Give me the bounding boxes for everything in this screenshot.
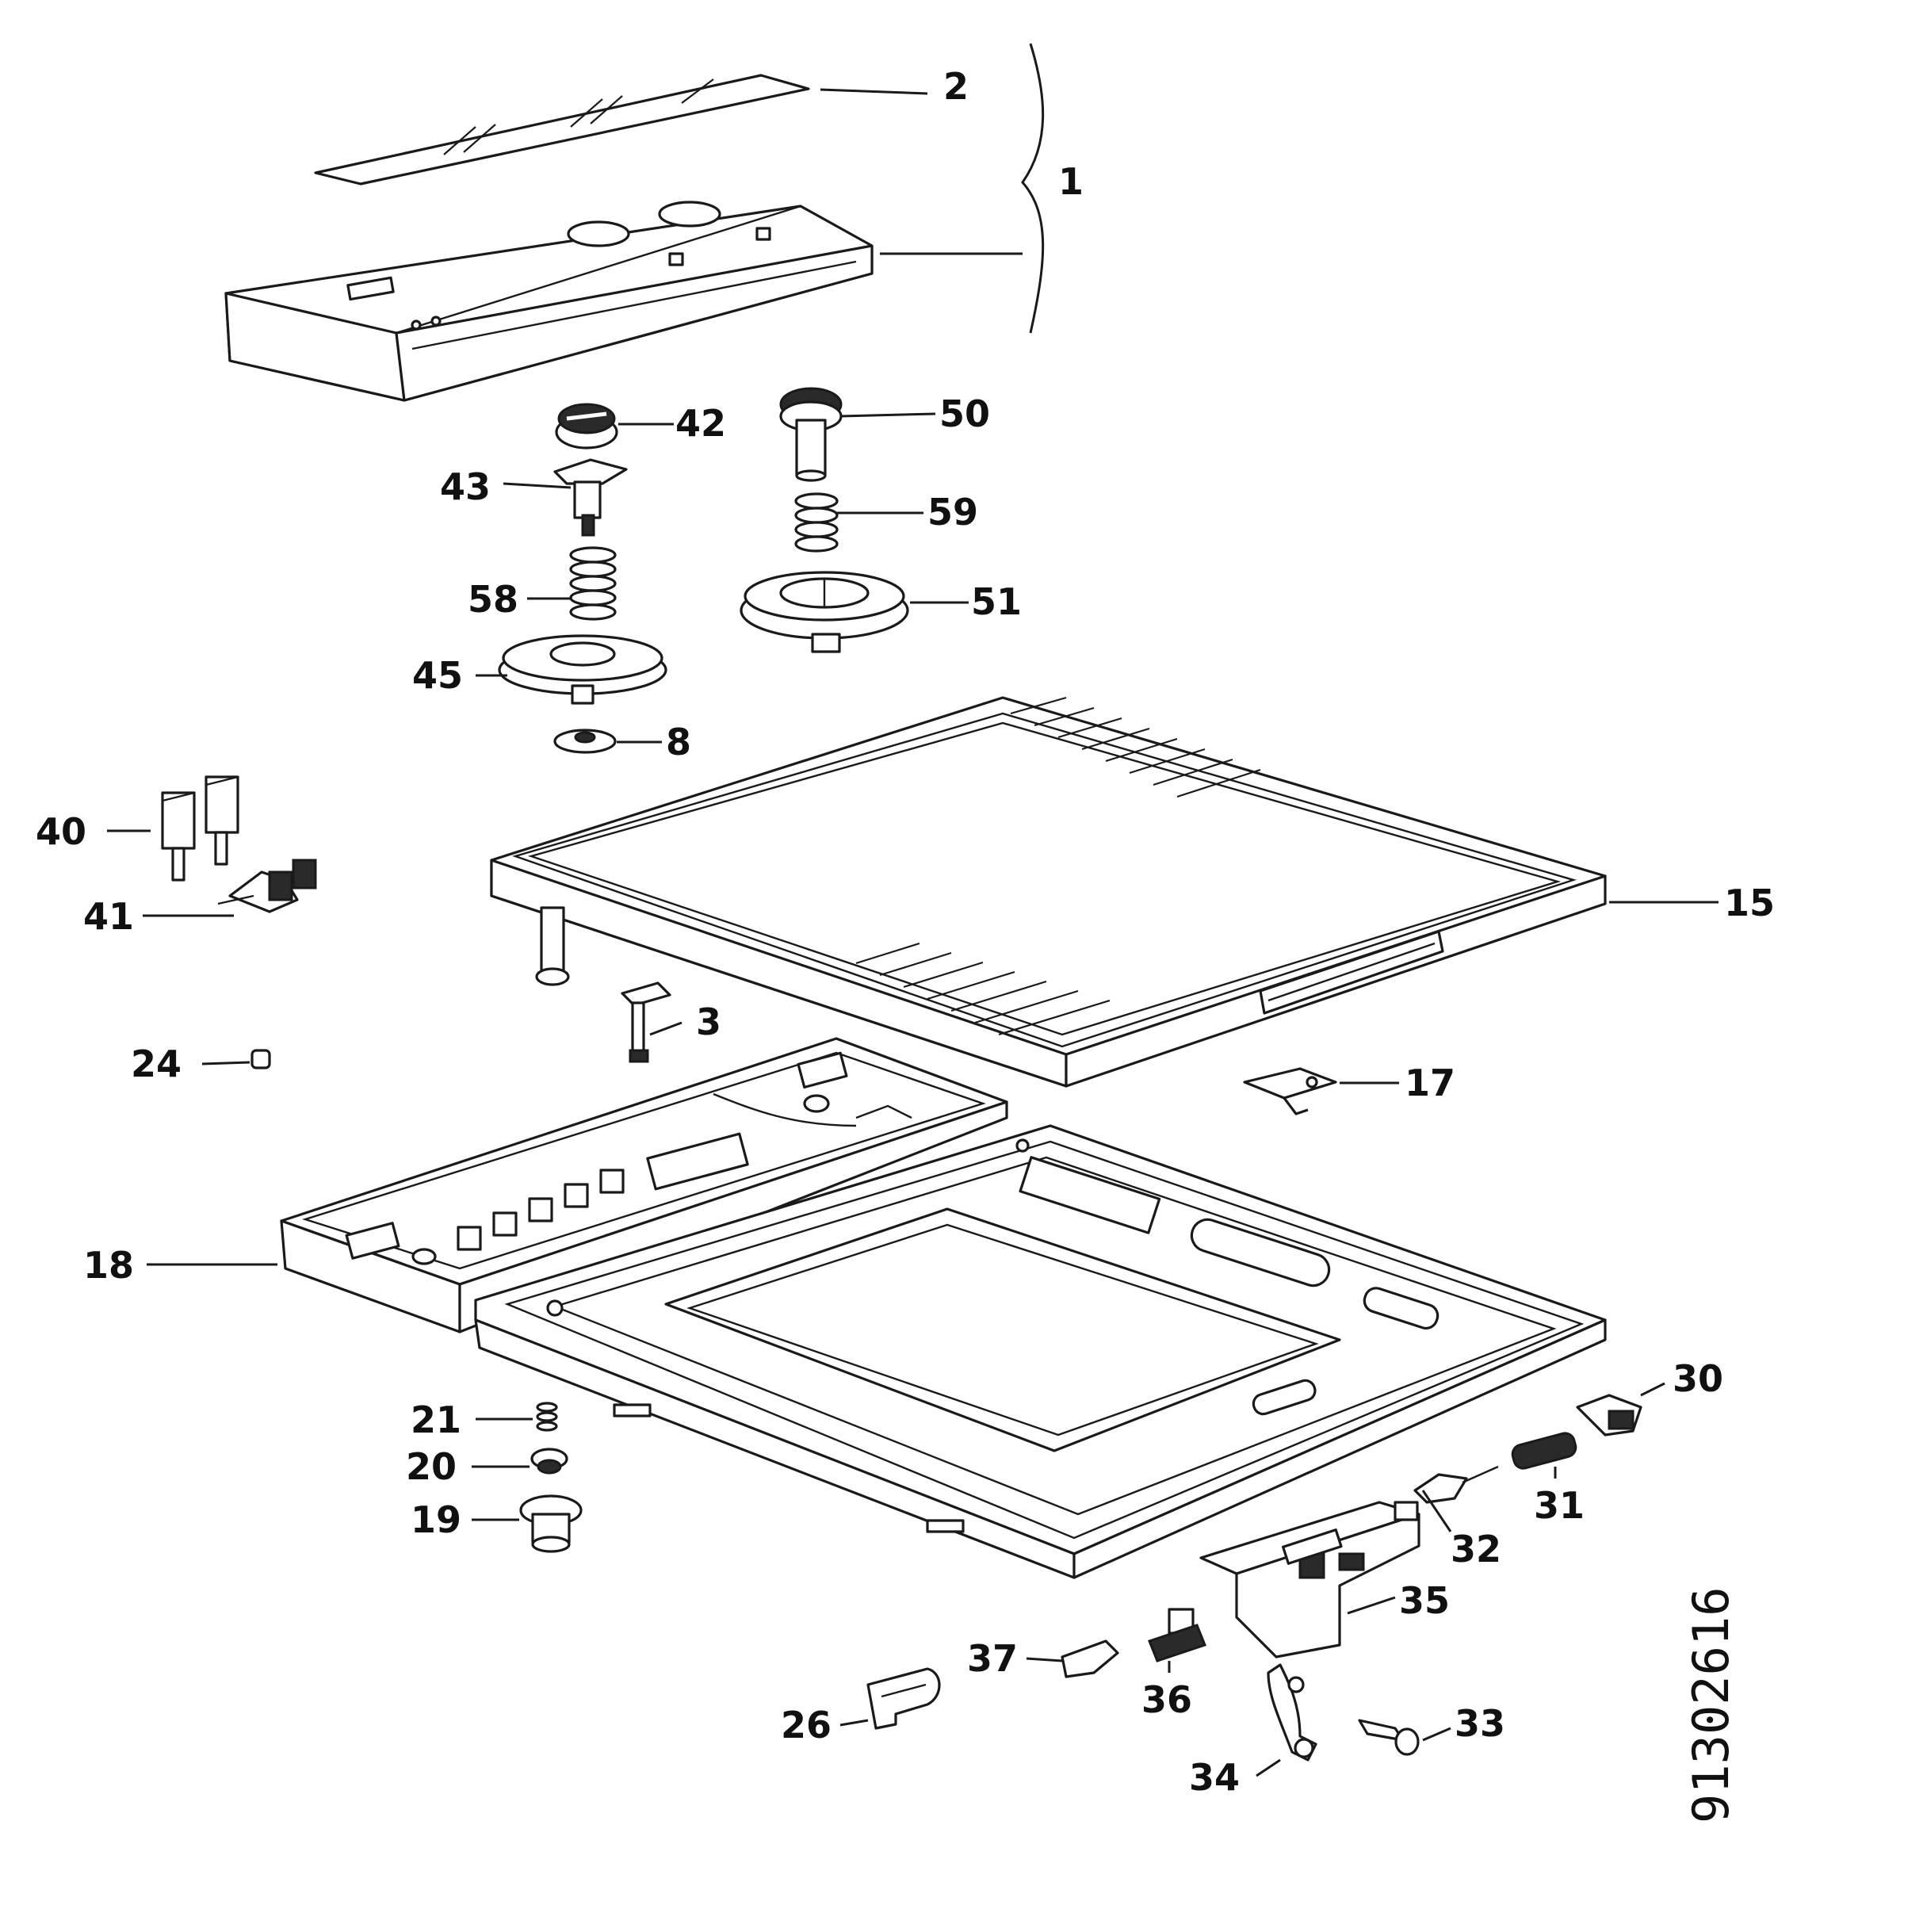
part-20-nut [530,1448,568,1475]
part-26-hook [866,1667,941,1730]
part-2-glass-strip [314,74,810,186]
callout-42: 42 [675,402,726,445]
callout-45: 45 [412,654,463,697]
part-51-flange [740,571,909,653]
part-31-spring [1511,1432,1577,1470]
callout-30: 30 [1673,1357,1723,1400]
callout-36: 36 [1141,1678,1192,1721]
part-41-clip [217,859,317,913]
callout-50: 50 [939,392,990,435]
part-40-switches [161,775,239,882]
callout-35: 35 [1399,1579,1450,1622]
part-24-plug [250,1049,271,1069]
part-37-bracket [1061,1639,1119,1678]
callout-15: 15 [1724,882,1775,924]
base-frame [474,1124,1607,1579]
part-36-clip [1148,1608,1206,1662]
callout-21: 21 [411,1398,461,1441]
callout-32: 32 [1451,1528,1501,1570]
part-30-catch [1576,1394,1642,1437]
callout-33: 33 [1455,1702,1505,1745]
leader-lines [107,88,1719,1777]
drawing-code: 91302616 [1682,1586,1740,1823]
part-58-spring [569,546,617,621]
part-59-spring [794,492,839,553]
callout-51: 51 [971,580,1022,623]
callout-3: 3 [696,1000,721,1043]
assembly-1-brace [1021,43,1045,334]
part-32-pin [1413,1465,1499,1504]
callout-34: 34 [1189,1756,1240,1799]
callout-41: 41 [83,895,134,938]
callout-40: 40 [36,810,86,853]
part-3-bracket [621,981,671,1063]
part-42-knob [555,403,618,450]
callout-2: 2 [943,65,969,108]
callout-17: 17 [1405,1062,1455,1104]
callout-58: 58 [468,578,518,621]
part-50-knob [779,387,843,482]
part-17-latch-plate [1243,1067,1337,1115]
callout-8: 8 [666,721,691,763]
part-19-cap [519,1494,583,1553]
callout-18: 18 [83,1244,134,1287]
callout-31: 31 [1534,1484,1585,1527]
part-35-lock-housing [1199,1501,1420,1658]
part-34-lever [1267,1663,1317,1762]
part-21-spring [536,1402,558,1432]
callout-26: 26 [781,1704,832,1746]
callout-43: 43 [440,465,491,508]
callout-37: 37 [967,1637,1018,1680]
part-33-bolt [1358,1719,1420,1756]
callout-24: 24 [131,1043,182,1085]
callout-19: 19 [411,1498,461,1541]
callout-20: 20 [406,1445,457,1488]
part-45-flange [498,634,667,705]
part-8-washer [553,729,617,754]
callout-59: 59 [927,491,978,534]
part-1-control-panel [224,201,874,402]
part-43-shaft [553,458,628,537]
part-15-lid [490,696,1607,1088]
callout-1: 1 [1058,160,1084,203]
callout-labels: 2 1 42 43 58 45 8 50 59 51 40 41 15 3 24… [36,65,1775,1799]
